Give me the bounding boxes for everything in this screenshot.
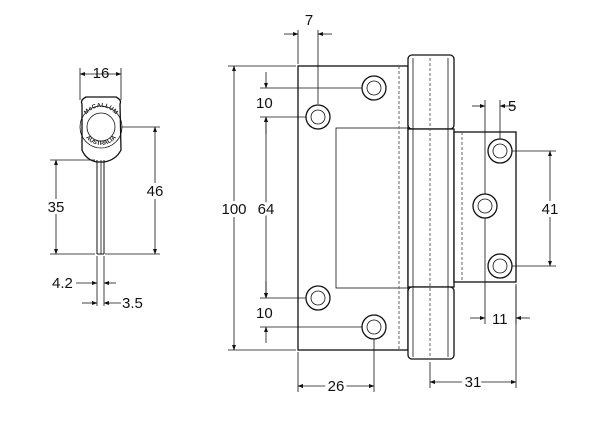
screw-hole-icon xyxy=(305,104,331,130)
side-view: McCALLUM AUSTRALIA 16 46 35 4.2 3.5 xyxy=(45,65,167,312)
dim-side-height-total: 46 xyxy=(147,183,164,200)
dim-right-hole-span: 41 xyxy=(542,201,559,218)
dim-front-height: 100 xyxy=(221,201,246,218)
dim-front-hole-horiz: 26 xyxy=(328,378,345,395)
dim-side-thickness-a: 4.2 xyxy=(52,275,73,292)
dim-front-top-offset: 7 xyxy=(305,12,313,29)
dim-side-thickness-b: 3.5 xyxy=(122,295,143,312)
dim-right-edge-offset: 11 xyxy=(492,311,508,328)
dim-front-hole-top: 10 xyxy=(256,95,273,112)
front-view: 7 100 10 64 10 26 xyxy=(218,12,517,398)
knuckle-top xyxy=(407,54,455,130)
knuckle-middle xyxy=(407,128,455,288)
dim-side-height-leaf: 35 xyxy=(48,199,65,216)
screw-hole-icon xyxy=(472,193,498,219)
dim-right-width: 31 xyxy=(465,374,482,391)
screw-hole-icon xyxy=(487,253,513,279)
dim-front-hole-span: 64 xyxy=(258,201,275,218)
dim-right-hole-offset: 5 xyxy=(508,98,516,115)
right-leaf-dimensions: 5 41 11 31 xyxy=(429,98,561,394)
screw-hole-icon xyxy=(487,138,513,164)
screw-hole-icon xyxy=(361,314,387,340)
knuckle-bottom xyxy=(407,286,455,360)
dim-side-width: 16 xyxy=(93,65,110,82)
dim-front-hole-bottom: 10 xyxy=(256,305,273,322)
screw-hole-icon xyxy=(305,285,331,311)
screw-hole-icon xyxy=(361,75,387,101)
